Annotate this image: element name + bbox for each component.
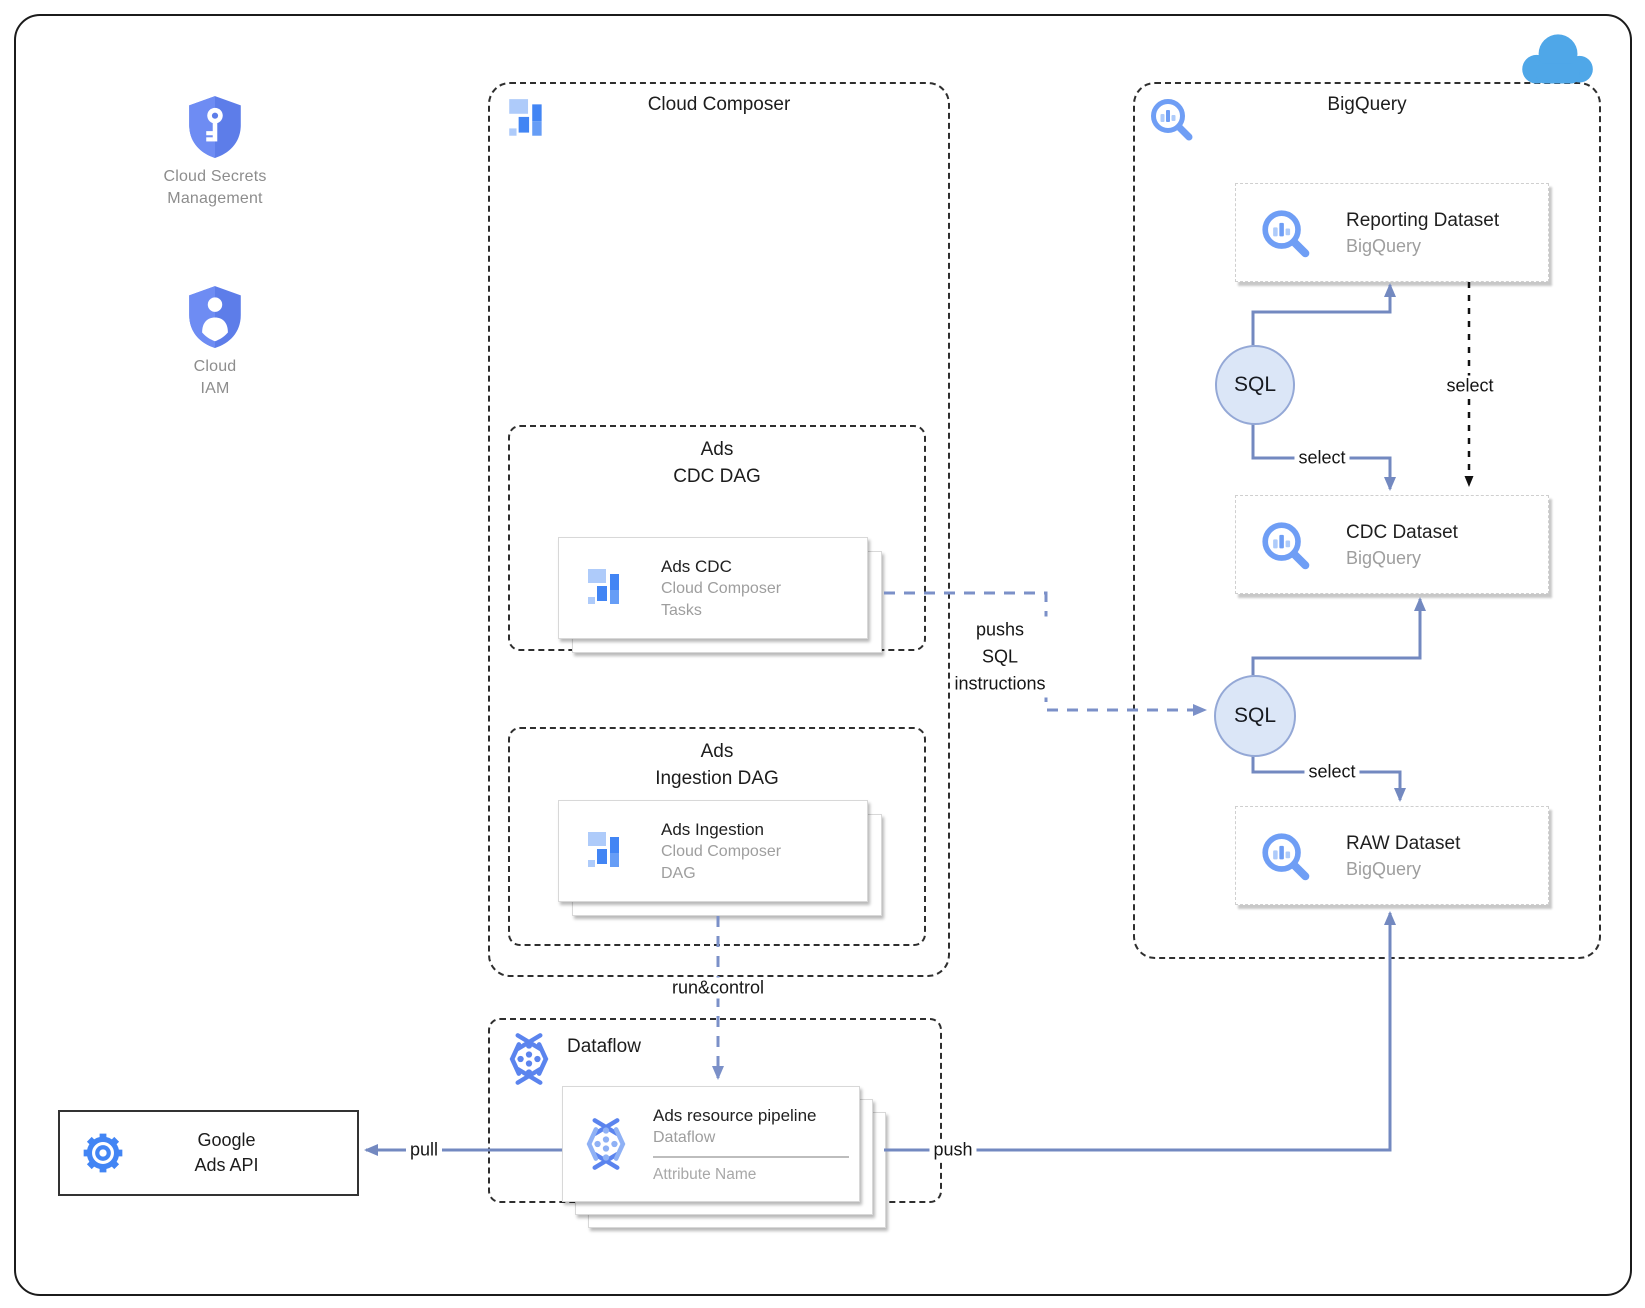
card-ads-ingestion: Ads Ingestion Cloud Composer DAG	[558, 800, 868, 902]
edge-label-pushs-sql-instructions: pushs SQL instructions	[950, 616, 1050, 698]
pipeline-card-divider	[653, 1156, 849, 1158]
iam-label-line2: IAM	[200, 380, 230, 397]
bigquery-magnifier-icon	[1262, 209, 1310, 257]
composer-title: Cloud Composer	[647, 94, 791, 115]
ingestion-dag-title-line2: Ingestion DAG	[655, 768, 779, 789]
sql-node-top: SQL	[1215, 345, 1295, 425]
edge-label-select-sql2-raw: select	[1304, 761, 1360, 783]
card-reporting-dataset: Reporting Dataset BigQuery	[1235, 183, 1549, 282]
reporting-dataset-title: Reporting Dataset	[1346, 209, 1500, 231]
cdc-dag-title-line2: CDC DAG	[673, 466, 761, 487]
ads-cdc-card-sub2: Tasks	[661, 601, 702, 619]
dataflow-icon	[586, 1118, 626, 1170]
ads-ingestion-card-sub2: DAG	[661, 864, 696, 882]
edge-label-pull: pull	[405, 1139, 443, 1161]
card-ads-cdc: Ads CDC Cloud Composer Tasks	[558, 537, 868, 639]
ads-api-label-line2: Ads API	[194, 1155, 259, 1175]
edge-label-select-reporting-cdc: select	[1442, 375, 1498, 397]
bigquery-magnifier-icon	[1262, 832, 1310, 880]
dataflow-icon	[509, 1033, 549, 1085]
card-raw-dataset: RAW Dataset BigQuery	[1235, 806, 1549, 905]
node-cloud-iam: Cloud IAM	[115, 284, 315, 400]
reporting-dataset-sub: BigQuery	[1346, 235, 1422, 256]
bigquery-magnifier-icon	[1262, 521, 1310, 569]
edge-label-run-control: run&control	[667, 977, 769, 999]
cloud-composer-icon	[588, 832, 619, 867]
pipeline-card-sub: Dataflow	[653, 1129, 716, 1146]
cloud-composer-icon	[588, 569, 619, 604]
ingestion-dag-title-line1: Ads	[700, 741, 734, 762]
cdc-dag-title-line1: Ads	[700, 439, 734, 460]
node-cloud-secrets: Cloud Secrets Management	[115, 94, 315, 210]
card-ads-resource-pipeline: Ads resource pipeline Dataflow Attribute…	[562, 1086, 860, 1202]
pushs-line3: instructions	[954, 673, 1046, 694]
gear-icon	[83, 1133, 123, 1173]
node-google-ads-api: Google Ads API	[58, 1110, 359, 1196]
secrets-label-line2: Management	[167, 190, 263, 207]
raw-dataset-title: RAW Dataset	[1346, 832, 1461, 854]
cdc-dataset-title: CDC Dataset	[1346, 521, 1458, 543]
dataflow-title: Dataflow	[567, 1036, 641, 1057]
pushs-line2: SQL	[981, 646, 1019, 667]
raw-dataset-sub: BigQuery	[1346, 858, 1422, 879]
shield-person-icon	[189, 286, 241, 348]
iam-label-line1: Cloud	[193, 358, 237, 375]
edge-label-push: push	[929, 1139, 977, 1161]
card-cdc-dataset: CDC Dataset BigQuery	[1235, 495, 1549, 594]
bigquery-title: BigQuery	[1327, 94, 1407, 115]
shield-key-icon	[189, 96, 241, 158]
cloud-composer-icon	[509, 99, 542, 136]
pipeline-card-attribute: Attribute Name	[653, 1166, 757, 1183]
cdc-dataset-sub: BigQuery	[1346, 547, 1422, 568]
bigquery-magnifier-icon	[1151, 99, 1193, 141]
ads-cdc-card-title: Ads CDC	[661, 556, 732, 576]
diagram-outer-border	[14, 14, 1632, 1296]
cloud-icon	[1522, 34, 1593, 84]
ads-api-label-line1: Google	[197, 1130, 256, 1150]
ads-cdc-card-sub1: Cloud Composer	[661, 579, 782, 597]
ads-ingestion-card-title: Ads Ingestion	[661, 819, 765, 839]
pushs-line1: pushs	[975, 619, 1025, 640]
sql-node-bottom: SQL	[1214, 675, 1296, 757]
edge-label-select-sql1-cdc: select	[1294, 447, 1350, 469]
pipeline-card-title: Ads resource pipeline	[653, 1106, 817, 1125]
secrets-label-line1: Cloud Secrets	[163, 168, 267, 185]
ads-ingestion-card-sub1: Cloud Composer	[661, 842, 782, 860]
